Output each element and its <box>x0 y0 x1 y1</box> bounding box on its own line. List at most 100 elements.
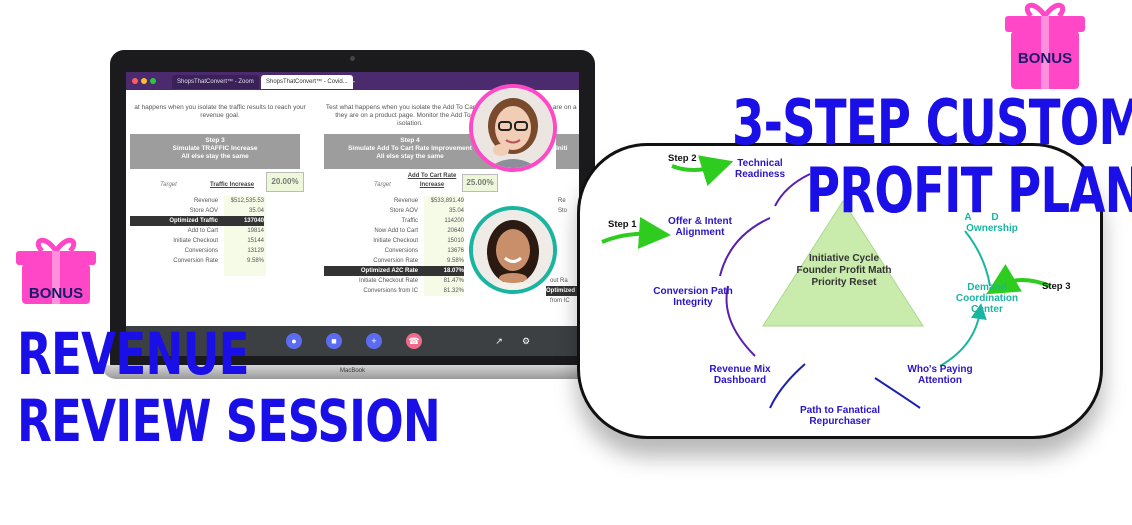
row-value: 15144 <box>247 238 264 244</box>
step3-target-row: Target <box>130 180 300 190</box>
headline-left-line2: REVIEW SESSION <box>17 387 441 455</box>
minimize-dot[interactable] <box>141 78 147 84</box>
headline-right-line2: PROFIT PLAN <box>806 154 1132 227</box>
row-value: 9.58% <box>446 258 464 264</box>
gift-icon: BONUS <box>1003 0 1087 90</box>
row-value: 13129 <box>247 248 264 254</box>
laptop-screen: ShopsThatConvert™ - Zoom ShopsThatConver… <box>126 72 579 356</box>
table-row: Initiate Checkout 15010 <box>324 236 464 246</box>
label-ownership: Ownership <box>966 223 1018 234</box>
label-technical-readiness: Technical Readiness <box>734 158 786 180</box>
avatar-guest <box>469 206 557 294</box>
step3-note: All else stay the same <box>181 153 249 160</box>
label-revenue-mix: Revenue Mix Dashboard <box>709 364 771 386</box>
row-value: 18.07% <box>443 268 464 274</box>
step2-label: Step 2 <box>668 153 697 164</box>
step3-label: Step 3 <box>1042 281 1071 292</box>
mic-icon[interactable]: ● <box>286 333 302 349</box>
row-label: Conversions from IC <box>363 288 418 294</box>
step4-note: All else stay the same <box>376 153 444 160</box>
row-label: Revenue <box>393 198 418 204</box>
table-row: Revenue $533,891.49 <box>324 196 464 206</box>
step4-target-label: Target <box>374 182 391 188</box>
label-demand-center: Demand Coordination Center <box>955 282 1019 315</box>
row-label: Initiate Checkout <box>373 238 418 244</box>
table-row: Now Add to Cart 20640 <box>324 226 464 236</box>
settings-icon[interactable]: ⚙ <box>521 336 531 346</box>
step3-target-name: Traffic Increase <box>210 182 255 188</box>
label-ownership-b: D <box>991 212 999 223</box>
row-label: Revenue <box>193 198 218 204</box>
gift-icon: BONUS <box>14 237 98 305</box>
center-line-1: Initiative Cycle <box>808 253 880 264</box>
laptop-brand-label: MacBook <box>339 368 365 374</box>
row-value: 20640 <box>447 228 464 234</box>
avatar-host <box>469 84 557 172</box>
cycle-diagram <box>601 155 1051 409</box>
person-icon <box>473 210 553 290</box>
row-label: Add to Cart <box>187 228 218 234</box>
row-value: 81.32% <box>443 288 464 294</box>
row-value: 15010 <box>447 238 464 244</box>
row-value: $512,535.53 <box>230 198 264 204</box>
row-label: Store AOV <box>189 208 218 214</box>
bonus-badge-right: BONUS <box>1017 50 1073 67</box>
row-value: $533,891.49 <box>430 198 464 204</box>
browser-tab-zoom[interactable]: ShopsThatConvert™ - Zoom <box>172 75 259 89</box>
hangup-icon[interactable]: ☎ <box>406 333 422 349</box>
laptop-lid: ShopsThatConvert™ - Zoom ShopsThatConver… <box>110 50 595 368</box>
row-label: Initiate Checkout Rate <box>358 278 418 284</box>
headline-left-line1: REVENUE <box>17 320 249 388</box>
row-label: Store AOV <box>389 208 418 214</box>
laptop-base: MacBook <box>102 365 603 379</box>
step3-target-value[interactable]: 20.00% <box>266 172 304 192</box>
laptop: ShopsThatConvert™ - Zoom ShopsThatConver… <box>102 50 603 380</box>
row-value: 19814 <box>247 228 264 234</box>
browser-tab-bar: ShopsThatConvert™ - Zoom ShopsThatConver… <box>126 72 579 90</box>
step4-target-value[interactable]: 25.00% <box>462 174 498 192</box>
table-row: Store AOV 35.04 <box>130 206 264 216</box>
row-value: 35.04 <box>248 208 264 214</box>
video-icon[interactable]: ■ <box>326 333 342 349</box>
step4-title: Step 4 <box>400 137 420 144</box>
profit-plan-card: Initiative Cycle Founder Profit Math Pri… <box>577 143 1103 439</box>
step3-title: Step 3 <box>205 137 225 144</box>
center-line-3: Priority Reset <box>811 277 877 288</box>
label-whos-paying: Who's Paying Attention <box>907 364 973 386</box>
row-value: 13676 <box>447 248 464 254</box>
step5-header: Initi <box>556 134 579 169</box>
close-dot[interactable] <box>132 78 138 84</box>
table-row: Revenue $512,535.53 <box>130 196 264 206</box>
step4-values-bg <box>424 196 464 296</box>
step5-partial-row: from IC <box>550 298 570 304</box>
row-label: Optimized Traffic <box>169 218 218 224</box>
browser-tab-sheet[interactable]: ShopsThatConvert™ - Covid... <box>261 75 353 89</box>
label-fanatical: Path to Fanatical Repurchaser <box>799 405 880 427</box>
label-conversion-path: Conversion Path Integrity <box>653 286 733 308</box>
table-row: Add to Cart 19814 <box>130 226 264 236</box>
step4-subtitle: Simulate Add To Cart Rate Improvement <box>348 145 472 152</box>
row-label: Traffic <box>401 218 418 224</box>
step5-partial-row: Sto <box>558 208 568 214</box>
center-line-2: Founder Profit Math <box>796 265 892 276</box>
minimize-icon[interactable]: ↗ <box>495 336 503 346</box>
person-icon <box>473 88 553 168</box>
row-value: 137040 <box>243 218 264 224</box>
step3-values-bg <box>224 196 266 276</box>
step5-title: Initi <box>556 145 568 152</box>
row-label: Conversions <box>384 248 418 254</box>
add-icon[interactable]: + <box>366 333 382 349</box>
zoom-dot[interactable] <box>150 78 156 84</box>
row-label: Now Add to Cart <box>374 228 418 234</box>
step5-partial-row: Re <box>558 198 566 204</box>
step1-label: Step 1 <box>608 219 637 230</box>
new-tab-button[interactable]: + <box>350 77 356 87</box>
step3-target-label: Target <box>160 182 177 188</box>
triangle-center-text: Initiative Cycle Founder Profit Math Pri… <box>769 253 919 289</box>
step5-partial-row: out Ra <box>550 278 568 284</box>
